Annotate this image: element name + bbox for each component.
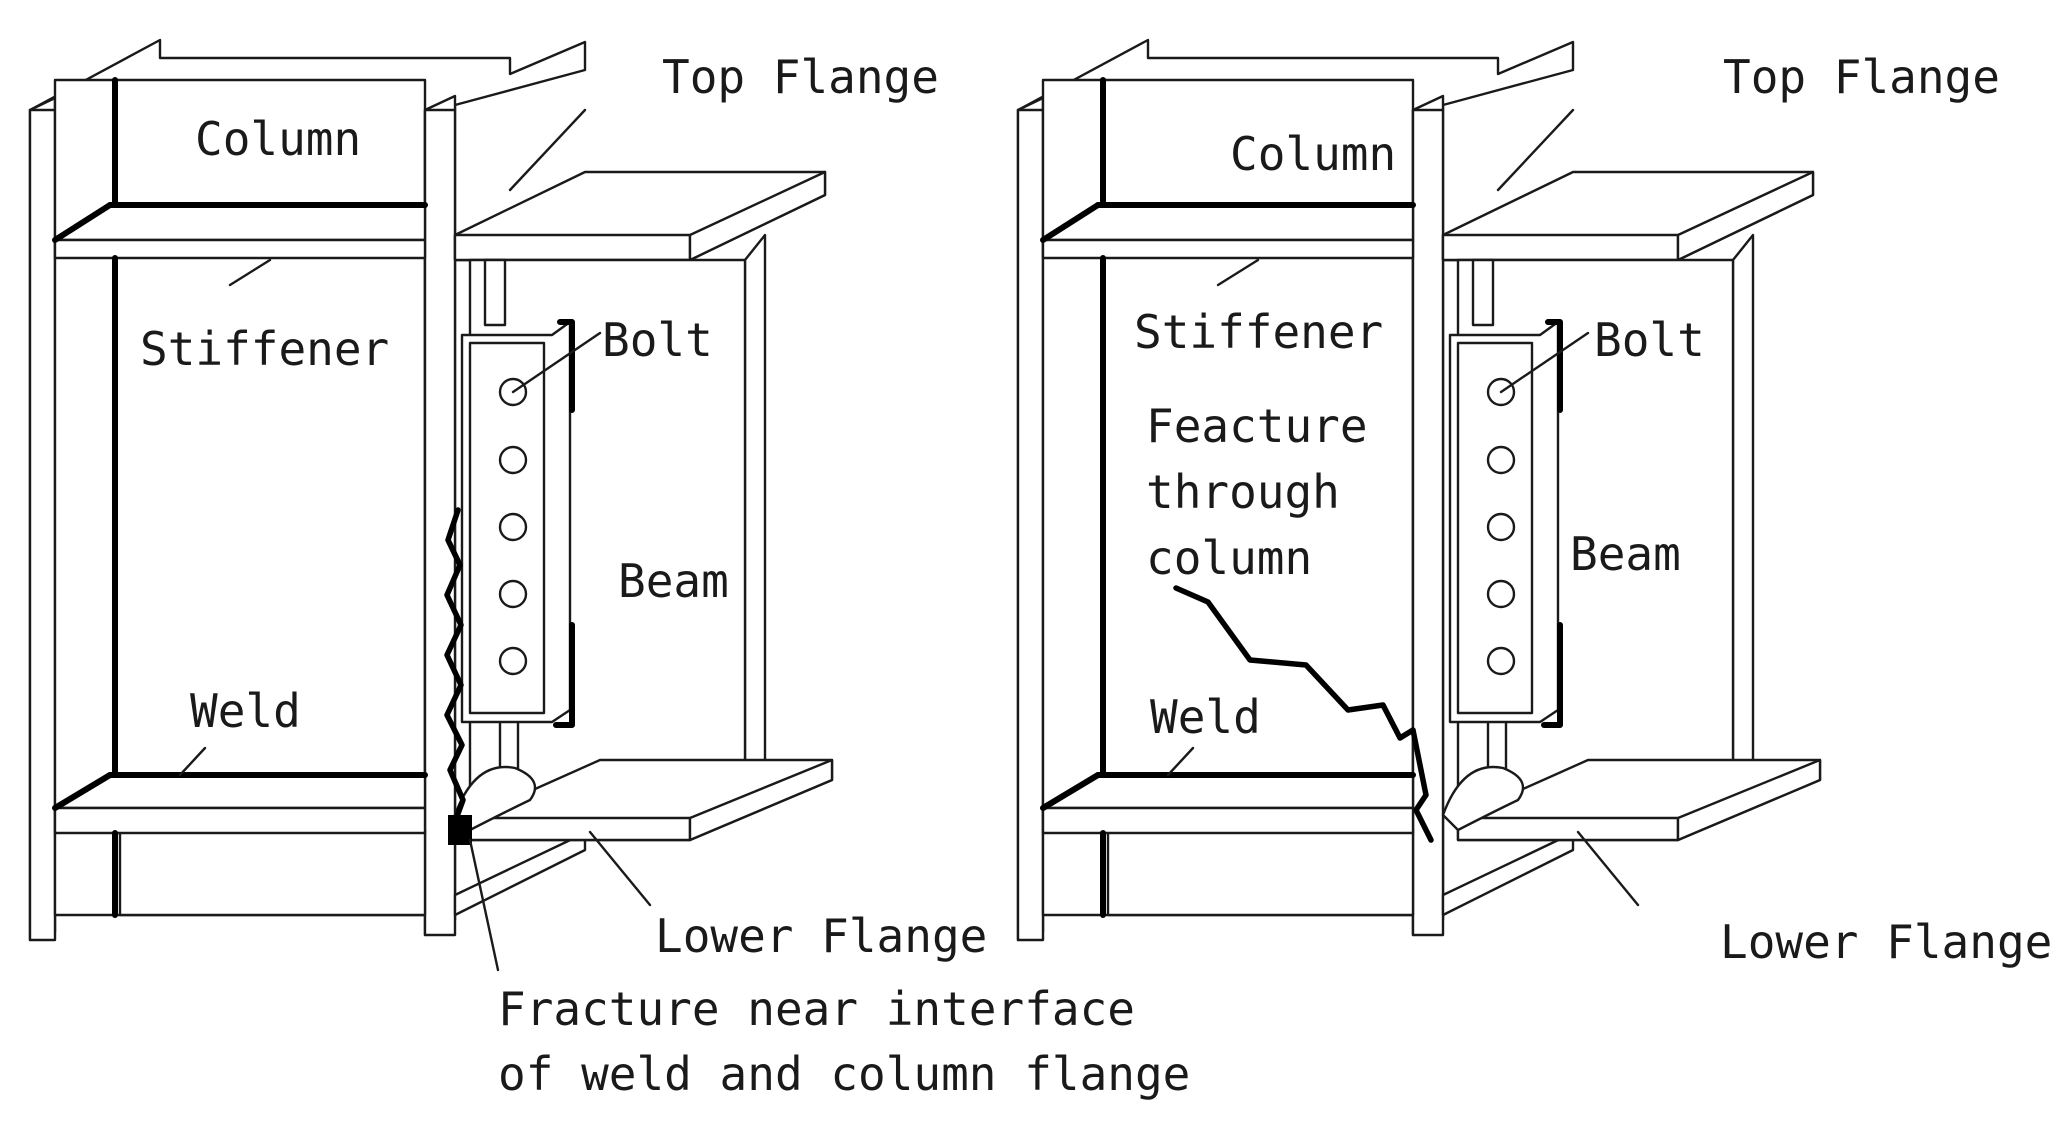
right-label-fracture-line2: through: [1146, 465, 1340, 519]
left-panel: Column Top Flange Stiffener Bolt Beam We…: [30, 40, 1190, 1101]
right-label-fracture-line3: column: [1146, 531, 1312, 585]
right-label-fracture-line1: Feacture: [1146, 399, 1368, 453]
left-label-fracture-line1: Fracture near interface: [498, 982, 1135, 1036]
right-label-weld: Weld: [1150, 690, 1261, 744]
left-label-top-flange: Top Flange: [662, 50, 939, 104]
left-label-fracture-line2: of weld and column flange: [498, 1047, 1190, 1101]
right-label-stiffener: Stiffener: [1134, 305, 1383, 359]
right-panel: Column Top Flange Stiffener Bolt Feactur…: [1018, 40, 2052, 969]
right-label-top-flange: Top Flange: [1723, 50, 2000, 104]
left-fracture-line: [444, 507, 466, 833]
left-label-lower-flange: Lower Flange: [655, 909, 987, 963]
left-label-column: Column: [195, 112, 361, 166]
right-label-beam: Beam: [1570, 527, 1681, 581]
left-label-beam: Beam: [618, 554, 729, 608]
left-fracture-mark: [448, 815, 472, 845]
left-label-bolt: Bolt: [602, 313, 713, 367]
right-label-lower-flange: Lower Flange: [1720, 915, 2052, 969]
right-label-bolt: Bolt: [1594, 313, 1705, 367]
left-label-stiffener: Stiffener: [140, 322, 389, 376]
right-fracture-line: [1173, 585, 1434, 843]
left-connection-drawing: [30, 40, 832, 940]
left-fracture-leader: [468, 838, 500, 972]
right-label-column: Column: [1230, 127, 1396, 181]
left-label-weld: Weld: [190, 684, 301, 738]
